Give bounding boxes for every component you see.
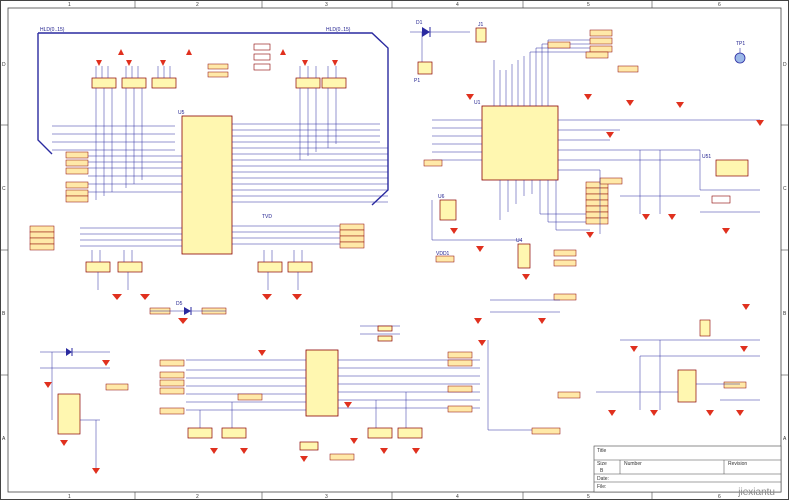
data-bus	[37, 32, 389, 206]
row-label-d: D	[2, 62, 6, 68]
number-label: Number	[624, 461, 642, 467]
diode-d5: D5	[176, 301, 192, 315]
col-label-3-bottom: 3	[325, 494, 328, 500]
net-tvd-label: TVD	[262, 214, 272, 220]
ic-u1: U1	[474, 100, 559, 181]
file-label: File:	[597, 484, 606, 490]
col-label-5-bottom: 5	[587, 494, 590, 500]
col-label-1: 1	[68, 2, 71, 8]
jumper-array	[207, 43, 271, 78]
row-label-b-right: B	[783, 311, 787, 317]
diode-d1: D1	[410, 20, 470, 62]
ic-u5-label: U5	[178, 110, 185, 116]
ic-u1-label: U1	[474, 100, 481, 106]
row-label-b: B	[2, 311, 6, 317]
revision-label: Revision	[728, 461, 747, 467]
row-label-c-right: C	[783, 186, 787, 192]
bottom-net-labels	[105, 351, 747, 461]
diode-d1-label: D1	[416, 20, 423, 26]
connector-j1-label: J1	[478, 22, 484, 28]
bus-label-left: HLD(0..15)	[40, 27, 65, 33]
size-value: B	[600, 468, 604, 474]
resistor-pack-rp5	[91, 77, 347, 89]
test-point-tp1-label: TP1	[736, 41, 745, 47]
title-label: Title	[597, 448, 606, 454]
col-label-4-bottom: 4	[456, 494, 459, 500]
row-label-d-right: D	[783, 62, 787, 68]
watermark: jiexiantu	[738, 487, 775, 498]
connector-p1-label: P1	[414, 78, 420, 84]
crystal-block	[700, 159, 760, 213]
col-label-5: 5	[587, 2, 590, 8]
ic-u6: U6	[438, 194, 457, 221]
col-label-4: 4	[456, 2, 459, 8]
title-block: Title Size B Number Revision Date: File:	[593, 445, 782, 493]
col-label-6: 6	[718, 2, 721, 8]
ic-u4-label: U4	[516, 238, 523, 244]
diode-d5-label: D5	[176, 301, 183, 307]
date-label: Date:	[597, 476, 609, 482]
row-label-a-right: A	[783, 436, 787, 442]
size-label: Size	[597, 461, 607, 467]
ic-u6-label: U6	[438, 194, 445, 200]
ic-u4: U4	[516, 238, 531, 269]
right-net-labels	[423, 29, 639, 301]
col-label-1-bottom: 1	[68, 494, 71, 500]
col-label-3: 3	[325, 2, 328, 8]
ic-u51: U51	[677, 154, 711, 403]
col-label-2: 2	[196, 2, 199, 8]
col-label-2-bottom: 2	[196, 494, 199, 500]
ic-u5: U5	[178, 110, 233, 255]
col-label-6-bottom: 6	[718, 494, 721, 500]
test-point-tp1: TP1	[734, 41, 746, 64]
connector-j1: J1	[475, 22, 487, 43]
connector-p1: P1	[414, 61, 433, 84]
ic-u51-label: U51	[702, 154, 711, 160]
row-label-c: C	[2, 186, 6, 192]
ic-u56	[305, 349, 339, 417]
lower-left-block	[40, 348, 110, 468]
row-label-a: A	[2, 436, 6, 442]
net-vdd-label: VDD1	[436, 251, 450, 257]
bus-label-right: HLD(0..15)	[326, 27, 351, 33]
